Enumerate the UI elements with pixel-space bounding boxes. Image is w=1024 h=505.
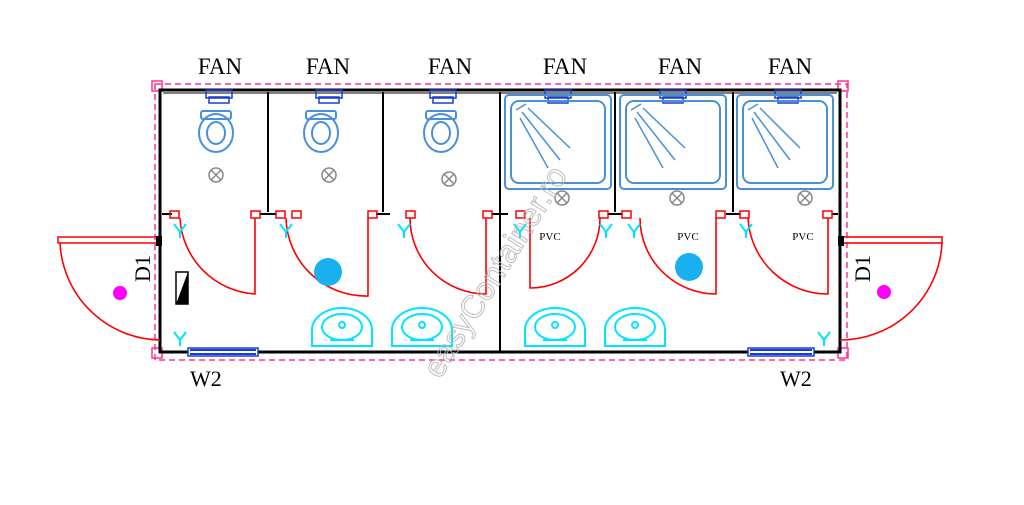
container-outline [154,83,848,361]
door-swing-4 [529,217,601,289]
toilet-icon-1 [198,110,234,153]
sink-icon-2 [391,307,453,347]
sink-icon-1 [311,307,373,347]
fan-label-2: FAN [306,54,351,79]
magenta-dot-left [113,286,127,300]
door-handles [173,223,831,346]
toilet-icon-2 [303,110,339,153]
door-label-left: D1 [130,255,155,282]
door-swing-6 [747,217,829,295]
showers [504,94,834,190]
watermark: easyContainer.ro [415,159,574,383]
drain-icon-6 [797,190,813,206]
handle-icon-6 [627,223,641,238]
door-label-right: D1 [850,255,875,282]
handle-icon-7 [739,223,753,238]
handle-icon-9 [817,331,831,346]
cabin-doors [179,217,829,297]
magenta-dot-right [877,285,891,299]
door-swing-5 [639,217,717,295]
blue-dot-1 [314,258,342,286]
drain-icon-1 [208,167,224,183]
window-left [187,347,259,357]
floor-drains [208,167,813,206]
door-swing-1 [179,217,256,295]
pvc-label-3: PVC [792,231,813,243]
sink-icon-3 [524,307,586,347]
entrance-door-left [57,236,162,341]
handle-icon-1 [173,223,187,238]
fan-label-6: FAN [768,54,813,79]
pvc-label-2: PVC [677,231,698,243]
door-swing-3 [409,217,487,295]
cabin-partitions [267,92,734,352]
handle-icon-2 [279,223,293,238]
shower-icon-2 [619,94,727,190]
electrical-panel-icon [175,271,189,305]
sinks [311,307,666,347]
handle-icon-3 [397,223,411,238]
shower-icon-3 [736,94,834,190]
handle-icon-4 [513,223,527,238]
window-label-right: W2 [780,366,812,391]
handle-icon-5 [599,223,613,238]
entrance-door-right [838,236,943,341]
toilet-icon-3 [423,110,459,153]
door-swing-2 [285,217,369,297]
handle-icon-8 [173,331,187,346]
window-label-left: W2 [190,366,222,391]
drain-icon-5 [669,190,685,206]
shower-icon-1 [504,94,612,190]
drain-icon-4 [554,190,570,206]
toilets [198,110,459,153]
sink-icon-4 [604,307,666,347]
fan-label-5: FAN [658,54,703,79]
window-right [747,347,815,357]
blue-dot-2 [675,253,703,281]
fan-label-4: FAN [543,54,588,79]
fan-label-3: FAN [428,54,473,79]
drain-icon-3 [441,171,457,187]
pvc-label-1: PVC [539,231,560,243]
fan-label-1: FAN [198,54,243,79]
drain-icon-2 [321,167,337,183]
